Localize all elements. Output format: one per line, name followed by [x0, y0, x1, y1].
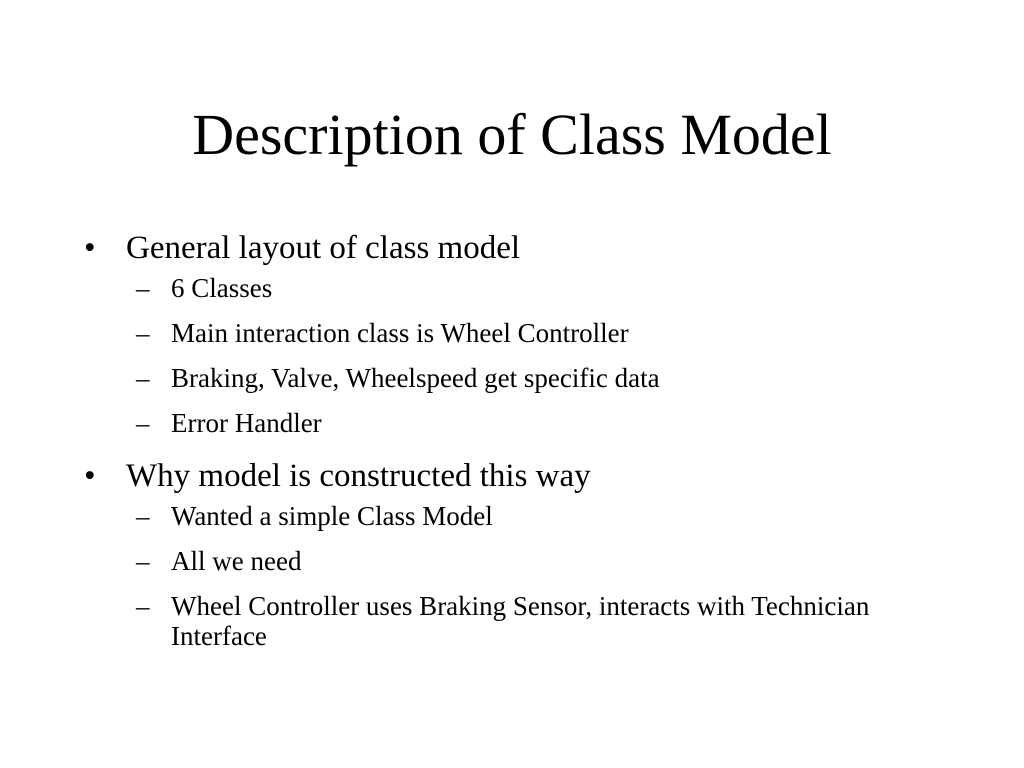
bullet-marker: •: [84, 458, 96, 494]
dash-marker: –: [136, 591, 150, 621]
sub-item: – 6 Classes: [80, 273, 940, 303]
sub-item: – Main interaction class is Wheel Contro…: [80, 318, 940, 348]
sub-list: – 6 Classes – Main interaction class is …: [80, 273, 940, 438]
dash-marker: –: [136, 408, 150, 438]
dash-marker: –: [136, 501, 150, 531]
dash-marker: –: [136, 546, 150, 576]
sub-item-text: 6 Classes: [171, 273, 273, 303]
bullet-text: Why model is constructed this way: [126, 458, 591, 494]
sub-list: – Wanted a simple Class Model – All we n…: [80, 501, 940, 651]
slide-title: Description of Class Model: [192, 102, 832, 167]
sub-item-text: All we need: [171, 546, 302, 576]
sub-item: – All we need: [80, 546, 940, 576]
sub-item-text: Wanted a simple Class Model: [171, 501, 493, 531]
bullet-item: • General layout of class model: [80, 225, 940, 271]
sub-item-text: Error Handler: [171, 408, 322, 438]
sub-item-text: Braking, Valve, Wheelspeed get specific …: [171, 363, 660, 393]
dash-marker: –: [136, 273, 150, 303]
bullet-text: General layout of class model: [126, 230, 521, 266]
sub-item-text: Wheel Controller uses Braking Sensor, in…: [171, 591, 870, 651]
sub-item: – Wanted a simple Class Model: [80, 501, 940, 531]
sub-item: – Error Handler: [80, 408, 940, 438]
sub-item: – Braking, Valve, Wheelspeed get specifi…: [80, 363, 940, 393]
bullet-list: • General layout of class model – 6 Clas…: [80, 225, 940, 666]
sub-item-text: Main interaction class is Wheel Controll…: [171, 318, 629, 348]
sub-item: – Wheel Controller uses Braking Sensor, …: [80, 591, 940, 651]
bullet-marker: •: [84, 230, 96, 266]
dash-marker: –: [136, 363, 150, 393]
bullet-item: • Why model is constructed this way: [80, 453, 940, 499]
dash-marker: –: [136, 318, 150, 348]
